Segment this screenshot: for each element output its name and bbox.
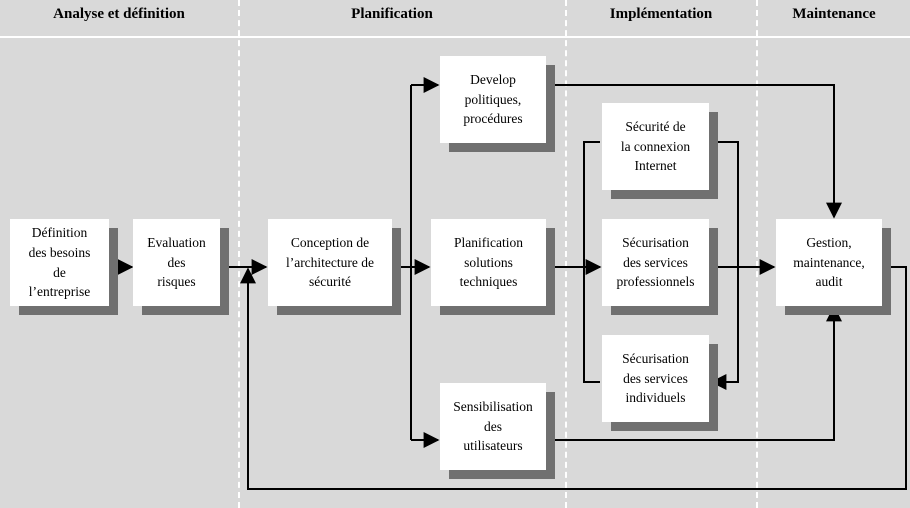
- box-sensibilisation-utilisateurs: Sensibilisation des utilisateurs: [440, 383, 546, 470]
- phase-header-maintenance: Maintenance: [792, 6, 876, 22]
- phase-separator: [565, 0, 567, 508]
- box-definition-besoins: Définition des besoins de l’entreprise: [10, 219, 109, 306]
- box-gestion-maintenance: Gestion, maintenance, audit: [776, 219, 882, 306]
- box-conception-architecture: Conception de l’architecture de sécurité: [268, 219, 392, 306]
- phase-header-implementation: Implémentation: [609, 6, 713, 22]
- box-evaluation-risques: Evaluation des risques: [133, 219, 220, 306]
- box-planification-solutions: Planification solutions techniques: [431, 219, 546, 306]
- phase-header-analyse: Analyse et définition: [53, 6, 185, 22]
- box-develop-politiques: Develop politiques, procédures: [440, 56, 546, 143]
- phase-header-planification: Planification: [351, 6, 433, 22]
- box-securisation-individuels: Sécurisation des services individuels: [602, 335, 709, 422]
- box-securite-connexion: Sécurité de la connexion Internet: [602, 103, 709, 190]
- box-securisation-professionnels: Sécurisation des services professionnels: [602, 219, 709, 306]
- header-divider: [0, 36, 910, 38]
- phase-separator: [756, 0, 758, 508]
- phase-separator: [238, 0, 240, 508]
